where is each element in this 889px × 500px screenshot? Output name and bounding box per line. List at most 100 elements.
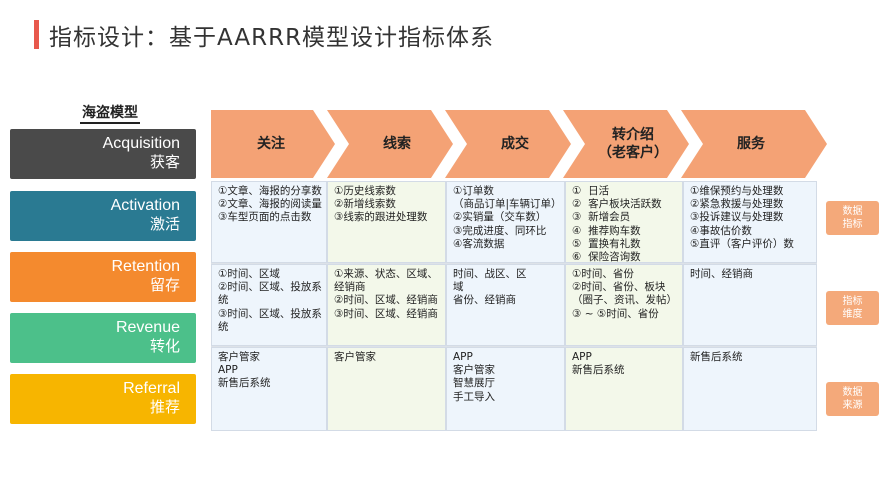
cell-line: 客户管家 — [334, 351, 376, 363]
cell-line: 时间、经销商 — [690, 268, 753, 280]
cell-line: 客户管家 — [453, 364, 495, 377]
cell-line: ③ ~ ⑤时间、省份 — [572, 307, 659, 320]
cell-line: ③完成进度、同环比 — [453, 224, 547, 237]
cell-line: 智慧展厅 — [453, 377, 495, 390]
cell-line: ②实销量（交车数） — [453, 211, 547, 224]
cell-line: ② 客户板块活跃数 — [572, 198, 662, 211]
cell-line: ②时间、区域、经销商 — [334, 294, 438, 307]
cell-line: ①时间、省份 — [572, 268, 634, 280]
cell-line: ③投诉建议与处理数 — [690, 211, 784, 224]
stage-revenue: Revenue 转化 — [10, 313, 196, 363]
stage-zh-label: 推荐 — [149, 398, 180, 416]
cell-line: 新售后系统 — [572, 364, 625, 377]
arrow-shape-1 — [211, 110, 335, 178]
cell-line: 统 — [218, 320, 229, 333]
stage-en-label: Acquisition — [102, 135, 180, 152]
cell-line: 新售后系统 — [218, 377, 271, 390]
indicator-cell: 新售后系统 — [683, 347, 817, 431]
cell-line: APP — [453, 351, 473, 363]
stage-en-label: Activation — [110, 197, 180, 214]
arrow-label-deal: 成交 — [501, 136, 529, 152]
cell-line: ②文章、海报的阅读量 — [218, 198, 322, 211]
stage-zh-label: 获客 — [149, 153, 180, 171]
cell-line: 省份、经销商 — [453, 294, 516, 307]
page-title: 指标设计：基于AARRR模型设计指标体系 — [49, 25, 495, 51]
cell-line: ①时间、区域 — [218, 268, 280, 280]
cell-line: ① 日活 — [572, 185, 610, 197]
stage-zh-label: 激活 — [149, 215, 180, 233]
cell-line: 手工导入 — [453, 390, 495, 403]
stage-en-label: Referral — [123, 380, 180, 397]
cell-line: ③线索的跟进处理数 — [334, 211, 428, 224]
cell-line: ②时间、区域、投放系 — [218, 281, 322, 294]
cell-line: 经销商 — [334, 281, 366, 294]
cell-line: 域 — [453, 281, 464, 294]
cell-line: ①历史线索数 — [334, 185, 396, 197]
model-label: 海盗模型 — [82, 105, 138, 121]
cell-line: ①订单数 — [453, 185, 494, 197]
cell-line: 新售后系统 — [690, 351, 743, 363]
tag-line: 数据 — [842, 206, 863, 217]
cell-line: ③ 新增会员 — [572, 211, 631, 224]
arrow-shape-5 — [681, 110, 827, 178]
cell-line: 时间、战区、区 — [453, 268, 527, 280]
cell-line: ②紧急救援与处理数 — [690, 198, 784, 211]
cell-line: ①文章、海报的分享数 — [218, 185, 322, 197]
indicator-cell: 时间、战区、区域省份、经销商 — [446, 264, 565, 346]
arrow-shape-4 — [563, 110, 689, 178]
stage-en-label: Revenue — [115, 319, 180, 336]
stage-retention: Retention 留存 — [10, 252, 196, 302]
cell-line: APP — [572, 351, 592, 363]
tag-line: 维度 — [842, 309, 863, 320]
cell-line: ④ 推荐购车数 — [572, 224, 641, 237]
stage-zh-label: 留存 — [149, 276, 180, 294]
cell-line: ①维保预约与处理数 — [690, 185, 784, 197]
stage-acquisition: Acquisition 获客 — [10, 129, 196, 179]
cell-line: ②新增线索数 — [334, 198, 396, 211]
arrow-label-service: 服务 — [737, 136, 765, 152]
cell-line: ②时间、省份、板块 — [572, 281, 666, 294]
cell-line: ⑥ 保险咨询数 — [572, 251, 641, 263]
tag-line: 指标 — [842, 296, 863, 307]
arrow-label-leads: 线索 — [383, 136, 411, 152]
stage-zh-label: 转化 — [149, 337, 180, 355]
cell-line: ⑤直评（客户评价）数 — [690, 237, 794, 250]
arrow-shape-2 — [327, 110, 453, 178]
cell-line: ⑤ 置换有礼数 — [572, 237, 641, 250]
stage-referral: Referral 推荐 — [10, 374, 196, 424]
arrow-label-referral: 转介绍 （老客户） — [598, 127, 668, 161]
cell-line: 统 — [218, 294, 229, 307]
cell-line: （圈子、资讯、发帖） — [572, 294, 677, 307]
cell-line: （商品订单|车辆订单） — [453, 198, 562, 211]
indicator-cell: 时间、经销商 — [683, 264, 817, 346]
title-accent-bar — [34, 20, 39, 49]
stage-en-label: Retention — [111, 258, 181, 275]
tag-data-indicators: 数据 指标 — [826, 201, 879, 235]
cell-line: ③时间、区域、投放系 — [218, 307, 322, 320]
cell-line: ④客流数据 — [453, 237, 505, 250]
arrow-shape-3 — [445, 110, 571, 178]
cell-line: 客户管家 — [218, 351, 260, 363]
cell-line: ③车型页面的点击数 — [218, 211, 312, 224]
arrow-label-attention: 关注 — [257, 136, 285, 152]
indicator-cell: 客户管家 — [327, 347, 446, 431]
tag-line: 指标 — [842, 219, 863, 230]
stage-activation: Activation 激活 — [10, 191, 196, 241]
tag-line: 来源 — [842, 400, 863, 411]
cell-line: ④事故估价数 — [690, 224, 752, 237]
cell-line: ③时间、区域、经销商 — [334, 307, 438, 320]
model-label-underline — [80, 122, 140, 124]
tag-indicator-dimensions: 指标 维度 — [826, 291, 879, 325]
tag-data-sources: 数据 来源 — [826, 382, 879, 416]
funnel-arrows — [211, 110, 827, 178]
